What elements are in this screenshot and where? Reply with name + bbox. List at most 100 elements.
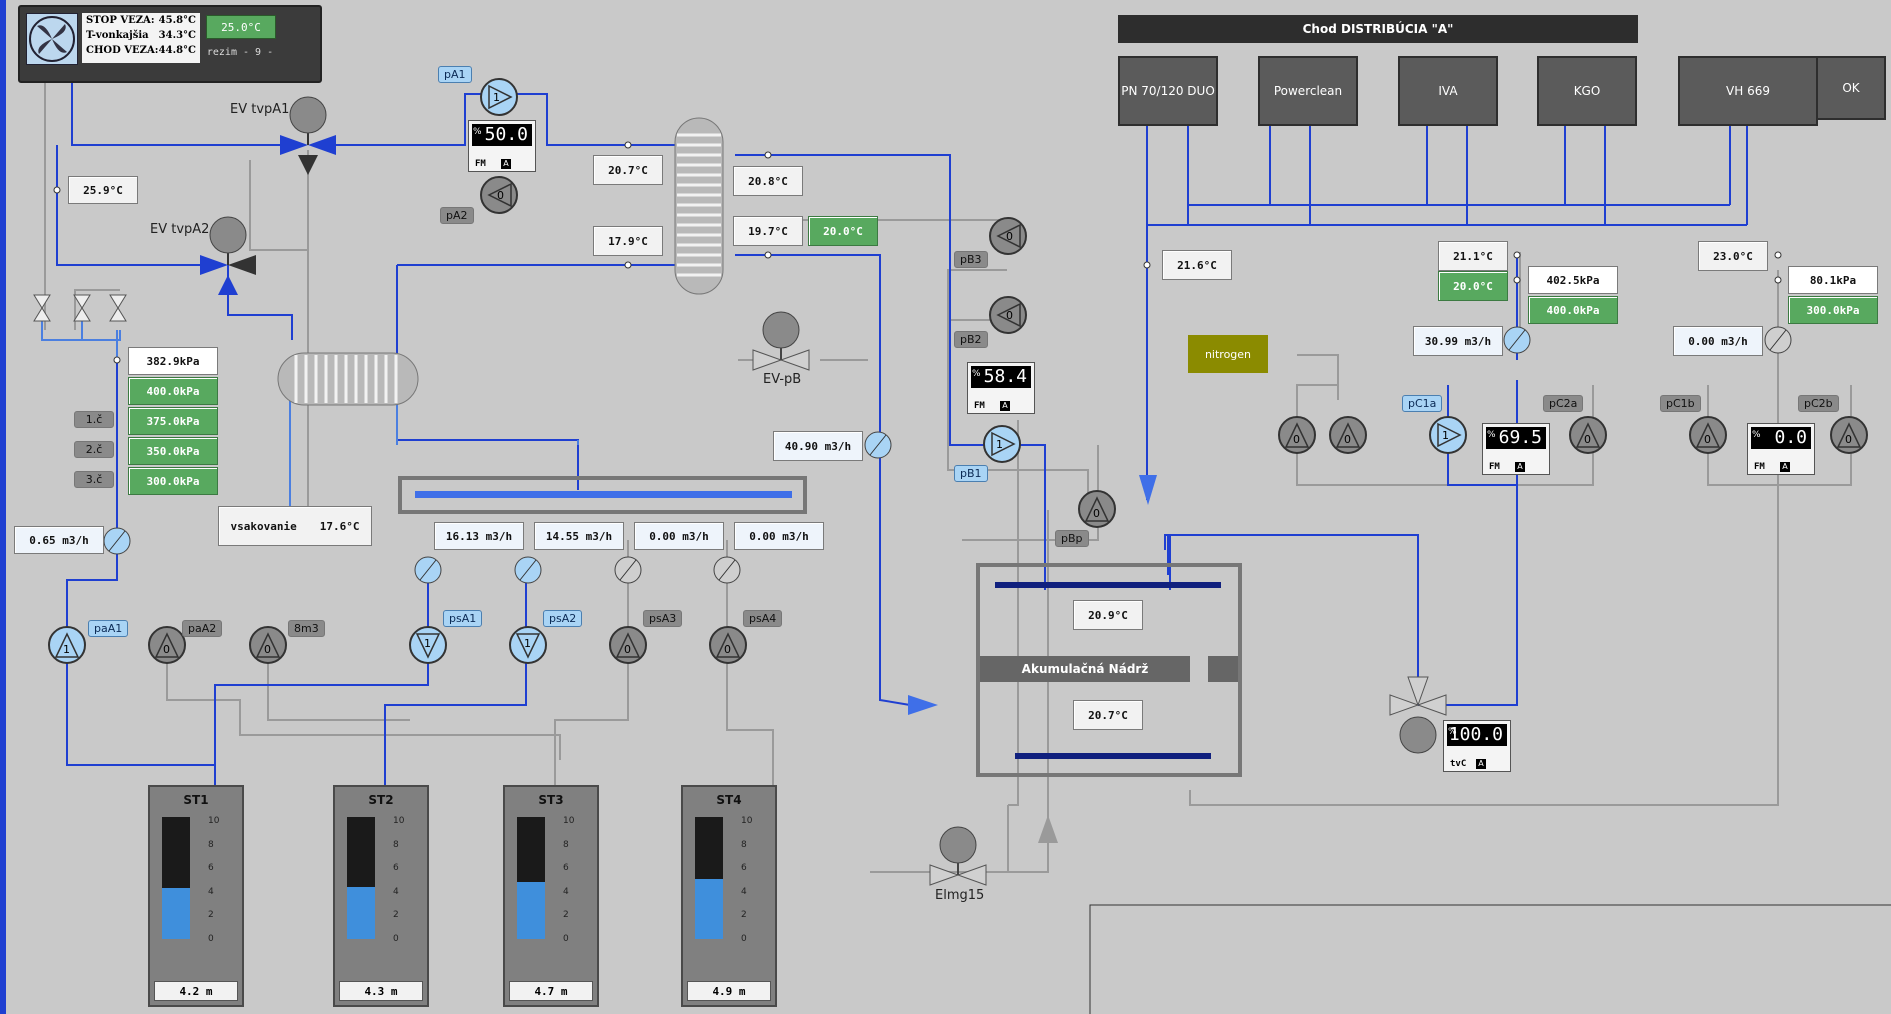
tag-pc1a[interactable]: pC1a (1402, 395, 1443, 412)
tag-psa3[interactable]: psA3 (643, 610, 683, 627)
flow-30-99: 30.99 m3/h (1413, 326, 1503, 356)
pump-n2-icon[interactable]: 0 (1328, 415, 1368, 455)
tag-paa2[interactable]: paA2 (182, 620, 223, 637)
scale-tick: 10 (563, 816, 575, 826)
pump-pa2-icon[interactable]: 0 (479, 175, 519, 215)
pump-paa2-icon[interactable]: 0 (147, 625, 187, 665)
ok-button[interactable]: OK (1816, 56, 1886, 120)
tag-psa1[interactable]: psA1 (443, 610, 483, 627)
tower-setpoint[interactable]: 25.0°C (206, 15, 276, 39)
tank-st3-title: ST3 (538, 793, 564, 807)
pump-8m3-icon[interactable]: 0 (248, 625, 288, 665)
tank-st3-level-bar (517, 817, 545, 939)
temp-23-0: 23.0°C (1698, 241, 1768, 271)
temp-21-1: 21.1°C (1438, 241, 1508, 271)
freq-pc1-auto: A (1515, 462, 1525, 472)
svg-text:0: 0 (1584, 433, 1591, 446)
vh669-button[interactable]: VH 669 (1678, 56, 1818, 126)
svg-text:0: 0 (1704, 433, 1711, 446)
freq-tvc-value: 100.0 (1447, 724, 1507, 746)
pressure-setpoint-300[interactable]: 300.0kPa (128, 467, 218, 495)
pn70-button[interactable]: PN 70/120 DUO (1118, 56, 1218, 126)
freq-pc2-value: 0.0 (1751, 427, 1811, 449)
pump-psa1-icon[interactable]: 1 (408, 625, 448, 665)
temp-setpoint-20-0-c[interactable]: 20.0°C (1438, 271, 1508, 301)
pump-pc1b-icon[interactable]: 0 (1688, 415, 1728, 455)
tag-pa1[interactable]: pA1 (438, 66, 472, 83)
svg-text:0: 0 (1344, 433, 1351, 446)
pump-psa4-icon[interactable]: 0 (708, 625, 748, 665)
pump-n1-icon[interactable]: 0 (1277, 415, 1317, 455)
pressure-setpoint-300-c2[interactable]: 300.0kPa (1788, 296, 1878, 324)
pump-pb1-icon[interactable]: 1 (982, 424, 1022, 464)
pump-pc1a-icon[interactable]: 1 (1428, 415, 1468, 455)
tag-pbp[interactable]: pBp (1055, 530, 1089, 547)
svg-text:0: 0 (264, 643, 271, 656)
svg-text:1: 1 (493, 91, 500, 104)
scale-tick: 2 (563, 910, 569, 921)
svg-text:0: 0 (497, 189, 504, 202)
pump-psa3-icon[interactable]: 0 (608, 625, 648, 665)
svg-text:1: 1 (524, 637, 531, 650)
pressure-setpoint-400[interactable]: 400.0kPa (128, 377, 218, 405)
temp-19-7: 19.7°C (733, 216, 803, 246)
freq-pc2-mode: FM (1754, 462, 1765, 472)
kgo-button[interactable]: KGO (1537, 56, 1637, 126)
freq-pc2-auto: A (1780, 462, 1790, 472)
pressure-setpoint-350[interactable]: 350.0kPa (128, 437, 218, 465)
tag-8m3[interactable]: 8m3 (288, 620, 325, 637)
pressure-80-1: 80.1kPa (1788, 266, 1878, 294)
nitrogen-indicator[interactable]: nitrogen (1188, 335, 1268, 373)
temp-20-7-a: 20.7°C (593, 155, 663, 185)
scale-tick: 6 (393, 863, 399, 874)
tag-pc2a[interactable]: pC2a (1543, 395, 1584, 412)
freq-pb-mode: FM (974, 401, 985, 411)
temp-17-9: 17.9°C (593, 226, 663, 256)
tag-pb3[interactable]: pB3 (954, 251, 988, 268)
scale-tick: 4 (563, 886, 569, 897)
scale-tick: 8 (393, 839, 399, 850)
pump-psa2-icon[interactable]: 1 (508, 625, 548, 665)
tank-st3-level: 4.7 m (509, 981, 593, 1001)
tag-pb2[interactable]: pB2 (954, 331, 988, 348)
temp-setpoint-20-0[interactable]: 20.0°C (808, 216, 878, 246)
tag-pa2[interactable]: pA2 (440, 207, 474, 224)
tag-pc2b[interactable]: pC2b (1798, 395, 1839, 412)
powerclean-button[interactable]: Powerclean (1258, 56, 1358, 126)
pump-pbp-icon[interactable]: 0 (1077, 489, 1117, 529)
svg-text:1: 1 (1442, 429, 1449, 442)
pump-pc2b-icon[interactable]: 0 (1829, 415, 1869, 455)
tag-pb1[interactable]: pB1 (954, 465, 988, 482)
temp-tank-bottom: 20.7°C (1073, 700, 1143, 730)
pressure-setpoint-375[interactable]: 375.0kPa (128, 407, 218, 435)
tank-st2-level: 4.3 m (339, 981, 423, 1001)
pump-pb2-icon[interactable]: 0 (988, 295, 1028, 335)
iva-button[interactable]: IVA (1398, 56, 1498, 126)
scale-tick: 10 (208, 816, 220, 826)
tag-psa2[interactable]: psA2 (543, 610, 583, 627)
temp-20-8: 20.8°C (733, 166, 803, 196)
pump-pa1-icon[interactable]: 1 (479, 77, 519, 117)
pump-pb3-icon[interactable]: 0 (988, 216, 1028, 256)
tag-pc1b[interactable]: pC1b (1660, 395, 1701, 412)
pressure-setpoint-400-c1[interactable]: 400.0kPa (1528, 296, 1618, 324)
tank-st4-title: ST4 (716, 793, 742, 807)
pressure-382-9: 382.9kPa (128, 347, 218, 375)
pump-pc2a-icon[interactable]: 0 (1568, 415, 1608, 455)
freq-pa1-value: 50.0 (472, 124, 532, 146)
ev-tvpa2-label: EV tvpA2 (150, 222, 210, 237)
tag-psa4[interactable]: psA4 (743, 610, 783, 627)
tag-paa1[interactable]: paA1 (88, 620, 129, 637)
pump-paa1-icon[interactable]: 1 (47, 625, 87, 665)
